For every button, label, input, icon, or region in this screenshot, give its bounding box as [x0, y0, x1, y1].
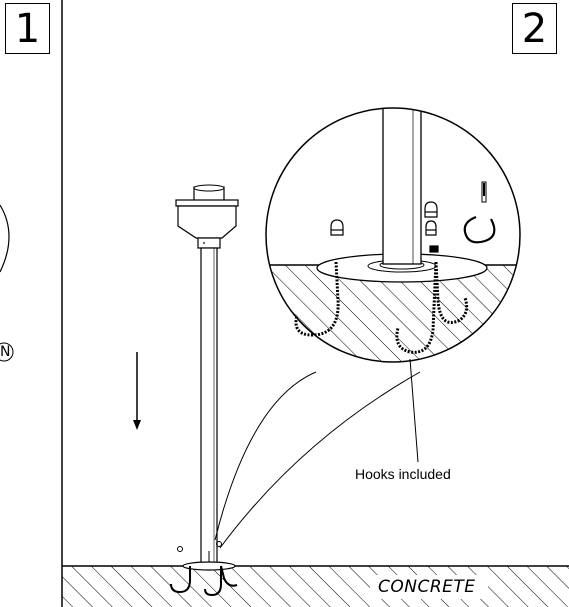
post-assembly — [175, 184, 239, 565]
retaining-ring-icon — [463, 215, 496, 244]
detail-magnifier — [265, 107, 521, 363]
step-2-number-box: 2 — [512, 3, 557, 54]
hooks-label-leader — [409, 358, 419, 463]
step1-callout-circle — [0, 342, 14, 362]
base-plate-with-hooks — [170, 541, 238, 597]
threaded-hooks — [294, 261, 469, 354]
down-arrow-icon — [133, 352, 141, 430]
zoom-leader-lines — [214, 371, 421, 549]
concrete-slab — [62, 565, 569, 607]
step1-circle-fragment — [0, 204, 10, 273]
step-1-number: 1 — [14, 5, 41, 52]
pin-icon — [481, 181, 487, 203]
acorn-nut-icon — [330, 201, 439, 253]
step-1-number-box: 1 — [5, 3, 50, 54]
step1-callout-letter: N — [0, 344, 11, 360]
step-2-number: 2 — [521, 5, 548, 52]
hooks-included-label: Hooks included — [355, 466, 451, 482]
concrete-label: CONCRETE — [378, 577, 476, 597]
